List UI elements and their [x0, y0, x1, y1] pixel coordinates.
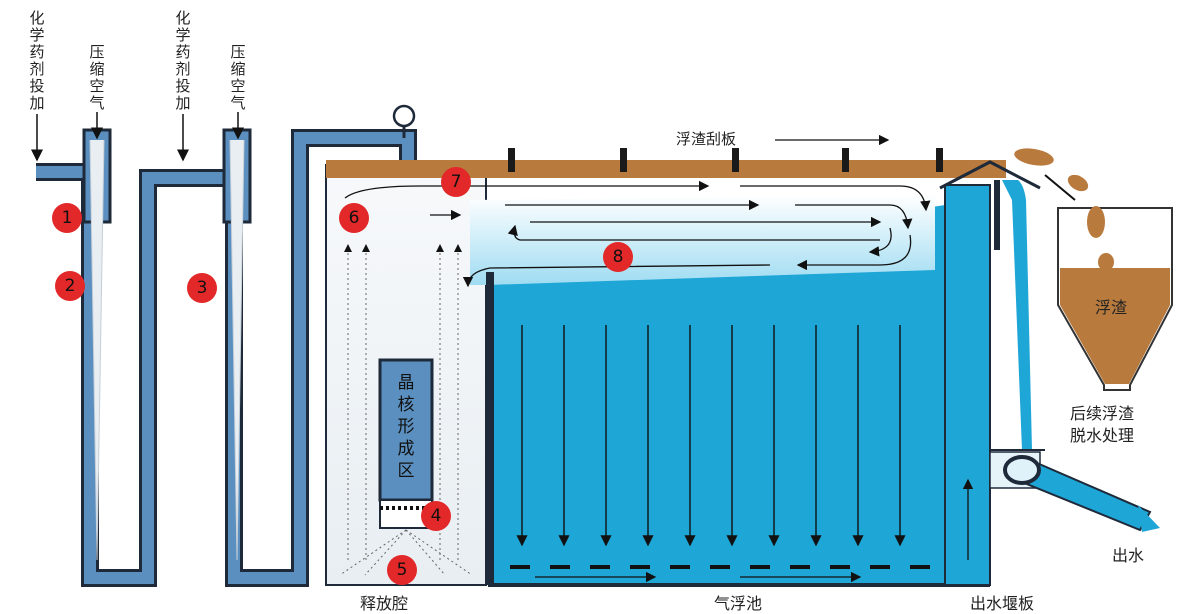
- compressed-air-label-2: 压缩空气: [230, 43, 246, 112]
- dewatering-label-line2: 脱水处理: [1070, 426, 1135, 445]
- outlet-weir-label: 出水堰板: [970, 594, 1035, 613]
- compressed-air-label-1: 压缩空气: [89, 43, 105, 112]
- step-badge-1: 1: [52, 203, 82, 233]
- scum-scraper-bar: [326, 160, 1006, 178]
- step-badge-7: 7: [441, 167, 471, 197]
- flotation-tank-water: [488, 205, 945, 585]
- step-badge-5: 5: [387, 555, 417, 585]
- scraper-blades: [508, 148, 943, 172]
- chemical-dosing-label-1: 化学药剂投加: [29, 9, 45, 112]
- pressure-gauge-icon: [392, 104, 416, 138]
- chemical-dosing-label-2: 化学药剂投加: [175, 9, 191, 112]
- surface-flow-arrows: [344, 180, 931, 288]
- scum-chute: [1044, 174, 1076, 201]
- outlet-weir: [939, 160, 1045, 586]
- compressed-air-arrow-2: [232, 112, 244, 140]
- flotation-tank-label: 气浮池: [714, 594, 763, 613]
- mixing-pipe-2: [210, 128, 417, 587]
- step-badge-4: 4: [421, 501, 451, 531]
- scum-hopper: [1014, 148, 1173, 391]
- release-upward-flow: [339, 244, 473, 576]
- step-badge-2: 2: [55, 271, 85, 301]
- downward-flow-arrows: [516, 325, 906, 547]
- step-badge-6: 6: [339, 203, 369, 233]
- step-badge-3: 3: [187, 273, 217, 303]
- chemical-dosing-arrow-1: [31, 114, 43, 162]
- release-chamber-label: 释放腔: [360, 594, 409, 613]
- scum-scraper-label: 浮渣刮板: [676, 130, 737, 148]
- outlet-label: 出水: [1112, 546, 1145, 565]
- compressed-air-arrow-1: [91, 112, 103, 140]
- baffle-wall: [486, 272, 494, 585]
- dewatering-label-line1: 后续浮渣: [1070, 404, 1135, 423]
- mixing-pipe-1: [36, 128, 210, 587]
- outlet-pipe: [1003, 455, 1160, 532]
- bottom-collector: [510, 565, 930, 583]
- scum-label: 浮渣: [1095, 298, 1128, 317]
- chemical-dosing-arrow-2: [177, 114, 189, 162]
- nucleus-zone-label: 晶核形成区: [397, 373, 415, 481]
- step-badge-8: 8: [603, 242, 633, 272]
